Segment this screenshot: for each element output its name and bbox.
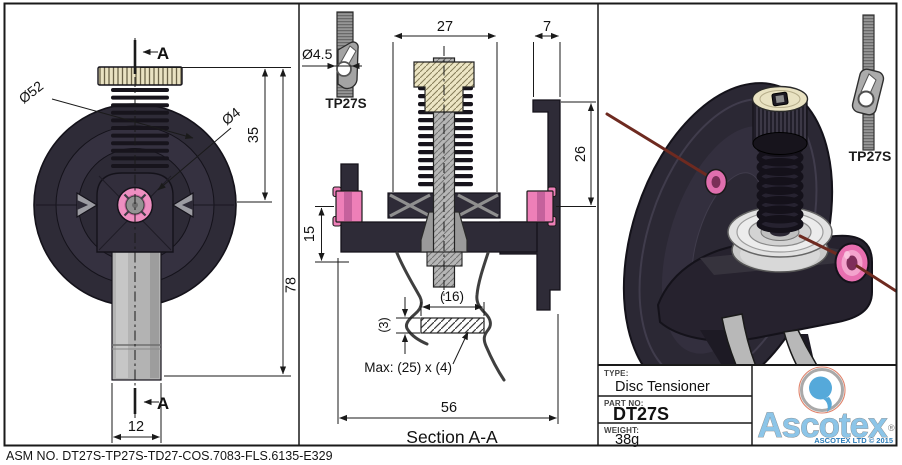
- knurled-knob-iso: [751, 85, 809, 155]
- section-label-top: A: [157, 44, 169, 63]
- section-view-panel: TP27S Ø4.5 27 7 26 15 (16): [302, 11, 596, 447]
- dim-26-label: 26: [573, 146, 589, 162]
- section-label-bottom: A: [157, 394, 169, 413]
- registered-mark: ®: [888, 423, 895, 433]
- type-value: Disc Tensioner: [615, 379, 710, 395]
- dim-dia52-label: Ø52: [16, 77, 47, 106]
- mount-flange-section: [499, 99, 561, 311]
- iso-view-panel: TP27S: [605, 14, 898, 407]
- yarn-bundle-section: [420, 317, 485, 334]
- type-label: TYPE:: [604, 369, 629, 378]
- asm-number: ASM NO. DT27S-TP27S-TD27-COS.7083-FLS.61…: [6, 449, 333, 463]
- bushing-right-section: [526, 186, 557, 227]
- knurled-knob-front: [97, 66, 183, 86]
- dim-78-label: 78: [284, 277, 300, 293]
- part-no-value: DT27S: [613, 404, 669, 424]
- dim-16-label: (16): [440, 289, 464, 304]
- bushing-iso: [834, 242, 870, 284]
- dim-15-label: 15: [302, 226, 318, 242]
- weight-value: 38g: [615, 432, 639, 448]
- side-clip-left: [76, 191, 99, 219]
- pink-hub-front: [116, 186, 154, 224]
- dim-7-label: 7: [543, 19, 551, 35]
- spring-iso: [756, 139, 804, 233]
- title-block: TYPE: Disc Tensioner PART NO: DT27S WEIG…: [598, 364, 897, 448]
- dim-dia4-label: Ø4: [219, 104, 244, 128]
- wire-guide-icon-iso: [851, 14, 885, 151]
- guide-label-iso: TP27S: [849, 148, 892, 164]
- dim-12-label: 12: [128, 419, 144, 435]
- spring-clip-section: [395, 251, 506, 382]
- side-clip-right: [171, 191, 194, 219]
- dim-max-label: Max: (25) x (4): [364, 360, 452, 375]
- mount-bracket-front: [111, 247, 162, 381]
- guide-label-section: TP27S: [325, 96, 366, 111]
- dim-dia45-label: Ø4.5: [302, 46, 333, 62]
- weight-label: WEIGHT:: [604, 426, 639, 435]
- section-marker-top: A: [133, 40, 169, 74]
- wire-guide-icon-section: [336, 11, 359, 98]
- ascotex-logo-icon: [798, 366, 846, 414]
- dim-56-label: 56: [441, 400, 457, 416]
- bushing-left-section: [332, 186, 363, 227]
- grommet-iso: [704, 168, 728, 196]
- brand-wordmark: Ascotex: [757, 406, 888, 445]
- section-marker-bottom: A: [133, 388, 169, 414]
- section-title: Section A-A: [406, 427, 498, 447]
- copyright-text: ASCOTEX LTD © 2015: [814, 436, 893, 445]
- yarn-wire-right: [855, 264, 898, 293]
- drawing-border: [3, 2, 898, 447]
- part-no-label: PART NO:: [604, 399, 644, 408]
- spring-front: [111, 88, 169, 168]
- dim-35-label: 35: [246, 127, 262, 143]
- dim-27-label: 27: [437, 19, 453, 35]
- yarn-wire-left: [605, 112, 715, 181]
- section-dimensions: Ø4.5 27 7 26 15 (16) (3): [302, 19, 596, 422]
- front-view-panel: A A Ø52 Ø4 35 78 12: [16, 38, 300, 443]
- dim-3-label: (3): [377, 317, 391, 332]
